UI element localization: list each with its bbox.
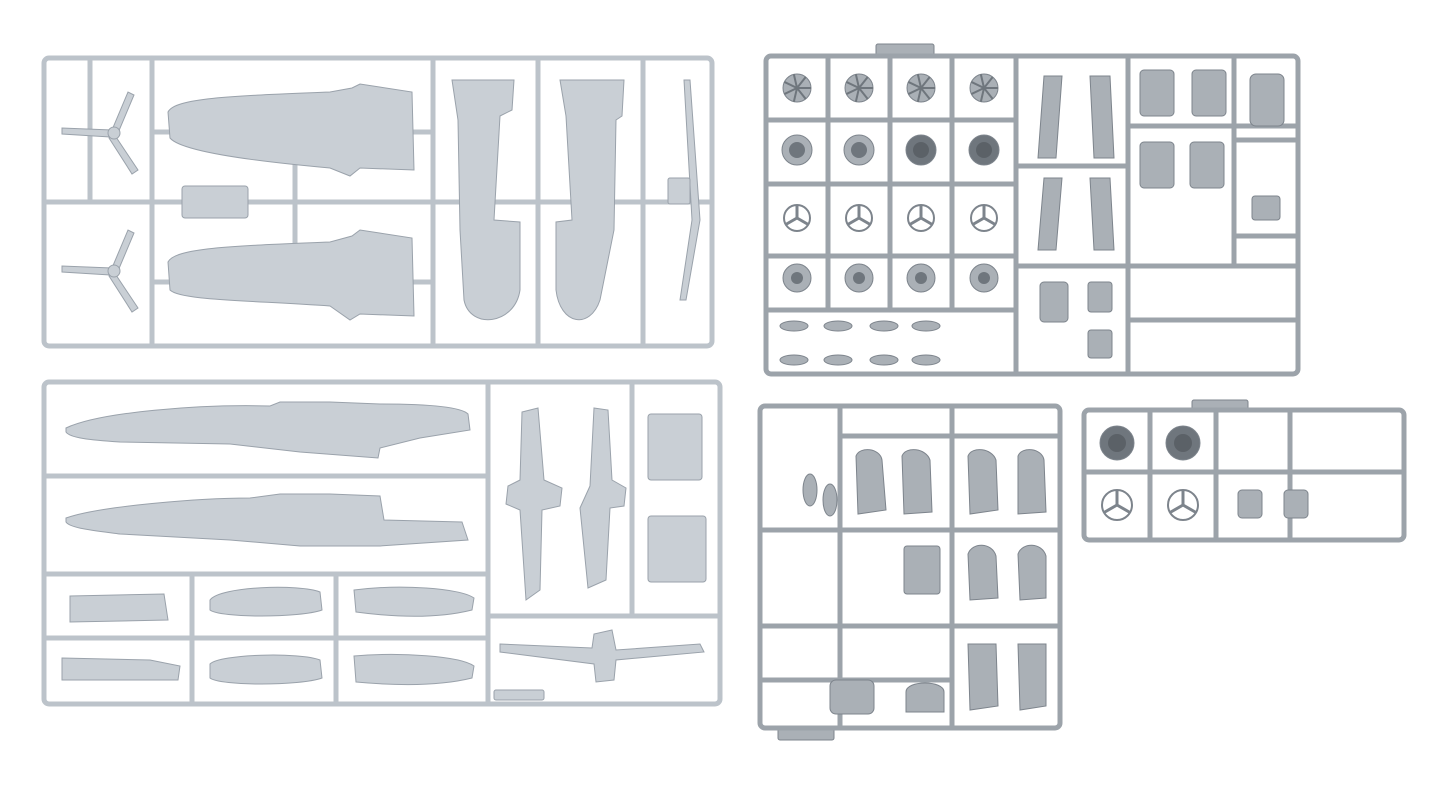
c-wheel-14 (844, 263, 874, 293)
nacelle-half-1 (209, 586, 323, 617)
cockpit-detail-2 (647, 515, 707, 583)
door-3 (1139, 141, 1175, 189)
wing-half-upper (167, 83, 415, 177)
bulkhead-1 (1087, 281, 1113, 313)
door-4 (1189, 141, 1225, 189)
e-spinner-4 (1167, 489, 1199, 521)
c-radial-3 (906, 73, 936, 103)
seat (1249, 73, 1285, 127)
c-radial-1 (782, 73, 812, 103)
tailplane-left (505, 407, 563, 601)
flap-2 (1089, 75, 1115, 159)
antenna-mast (679, 79, 701, 301)
c-spinner-9 (783, 204, 811, 232)
nacelle-d-3 (967, 449, 999, 515)
c-cowl-7 (905, 134, 937, 166)
horizontal-stabilizer (499, 629, 705, 683)
sprue-tab-b (493, 689, 545, 701)
cockpit-detail-1 (647, 413, 703, 481)
flap-3 (1037, 177, 1063, 251)
c-spinner-10 (845, 204, 873, 232)
drop-tank-d-2 (822, 483, 838, 517)
c-cowl-5 (781, 134, 813, 166)
sprue-d (757, 403, 1063, 741)
intake-d (905, 682, 945, 713)
exhaust-e-1 (1237, 489, 1263, 519)
c-spinner-11 (907, 204, 935, 232)
small-panel-a (181, 185, 249, 219)
c-cowl-8 (968, 134, 1000, 166)
cowl-d-4 (1017, 643, 1047, 711)
cowl-d-3 (967, 643, 999, 711)
propeller-upper (61, 91, 139, 175)
c-wheel-16 (969, 263, 999, 293)
e-cowl-2 (1165, 425, 1201, 461)
tail-fin-right (555, 79, 625, 321)
tail-fin-left (451, 79, 521, 321)
nacelle-half-4 (353, 653, 475, 686)
oil-cooler (829, 679, 875, 715)
cockpit-floor (69, 593, 169, 623)
nacelle-half-3 (209, 654, 323, 685)
e-cowl-1 (1099, 425, 1135, 461)
small-part-a (667, 177, 691, 205)
propeller-lower (61, 229, 139, 313)
c-spinner-12 (970, 204, 998, 232)
flap-4 (1089, 177, 1115, 251)
c-bomb-4 (911, 320, 941, 366)
c-wheel-15 (906, 263, 936, 293)
sprue-b (41, 379, 723, 707)
door-1 (1139, 69, 1175, 117)
bulkhead-2 (1087, 329, 1113, 359)
c-cowl-6 (843, 134, 875, 166)
nacelle-d-4 (1017, 449, 1047, 515)
nacelle-half-2 (353, 586, 475, 617)
drop-tank-d-1 (802, 473, 818, 507)
sprue-a (41, 55, 715, 349)
sprue-e (1081, 399, 1407, 543)
cowl-d-1 (967, 544, 999, 601)
nacelle-d-2 (901, 449, 933, 515)
tailplane-right (579, 407, 627, 589)
c-radial-2 (844, 73, 874, 103)
radiator-d (903, 545, 941, 595)
sprue-c (763, 43, 1301, 377)
nacelle-d-1 (855, 449, 887, 515)
c-bomb-3 (869, 320, 899, 366)
c-bomb-2 (823, 320, 853, 366)
c-bomb-1 (779, 320, 809, 366)
fuselage-half-upper (65, 401, 471, 459)
e-spinner-3 (1101, 489, 1133, 521)
flap-1 (1037, 75, 1063, 159)
c-wheel-13 (782, 263, 812, 293)
c-radial-4 (969, 73, 999, 103)
cowl-d-2 (1017, 544, 1047, 601)
exhaust-e-2 (1283, 489, 1309, 519)
wing-half-lower (167, 229, 415, 321)
fuselage-half-lower (65, 493, 469, 547)
door-2 (1191, 69, 1227, 117)
cockpit-tub (61, 657, 181, 681)
pilot-detail (1251, 195, 1281, 221)
gear-bay (1039, 281, 1069, 323)
